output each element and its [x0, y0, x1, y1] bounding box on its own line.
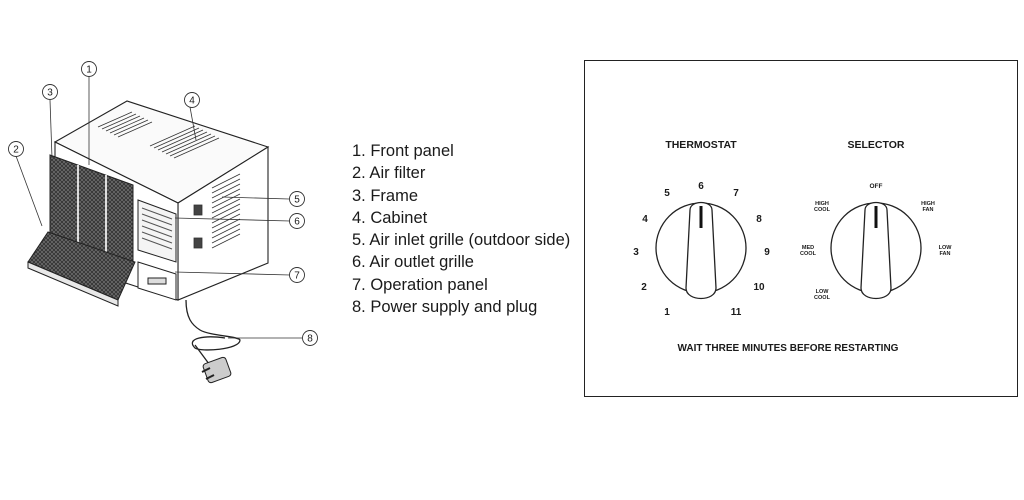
- part-item: 8. Power supply and plug: [352, 298, 538, 317]
- thermostat-number: 1: [664, 307, 670, 318]
- callout-3: 3: [47, 88, 53, 99]
- part-item: 5. Air inlet grille (outdoor side): [352, 231, 571, 250]
- selector-low-cool-label: LOW: [816, 289, 830, 295]
- restart-warning: WAIT THREE MINUTES BEFORE RESTARTING: [678, 343, 899, 354]
- callout-8: 8: [307, 334, 313, 345]
- part-item: 2. Air filter: [352, 164, 426, 183]
- selector-med-cool-label: MED: [802, 245, 814, 251]
- thermostat-number: 9: [764, 247, 770, 258]
- parts-list: 1. Front panel 2. Air filter 3. Frame 4.…: [352, 140, 570, 318]
- selector-high-fan-label: FAN: [923, 207, 934, 213]
- side-air-inlet-grille: [193, 173, 241, 249]
- thermostat-number: 6: [698, 181, 704, 192]
- selector-low-fan-label: LOW: [939, 245, 953, 251]
- part-item: 4. Cabinet: [352, 208, 428, 227]
- selector-knob[interactable]: [830, 201, 922, 300]
- thermostat-number: 3: [633, 247, 639, 258]
- callout-2: 2: [13, 145, 19, 156]
- thermostat-number: 7: [733, 188, 739, 199]
- top-vent-slots: [97, 111, 220, 159]
- panel-border: [584, 60, 1018, 397]
- thermostat-number: 4: [642, 214, 648, 225]
- thermostat-knob[interactable]: [655, 201, 747, 300]
- callout-1: 1: [86, 65, 92, 76]
- thermostat-number: 11: [731, 307, 742, 318]
- selector-off-label: OFF: [870, 183, 883, 190]
- selector-med-cool-label: COOL: [800, 251, 817, 257]
- callout-7: 7: [294, 271, 300, 282]
- callout-5: 5: [294, 195, 300, 206]
- selector-low-fan-label: FAN: [940, 251, 951, 257]
- part-item: 6. Air outlet grille: [352, 253, 474, 272]
- callout-circles: [8, 61, 318, 346]
- thermostat-number: 8: [756, 214, 762, 225]
- front-air-filter: [49, 154, 134, 266]
- thermostat-number: 5: [664, 188, 670, 199]
- frame: [27, 231, 136, 307]
- part-item: 1. Front panel: [352, 142, 454, 160]
- selector-title: SELECTOR: [848, 139, 905, 151]
- callout-4: 4: [189, 96, 195, 107]
- control-panel: THERMOSTAT 1 2 3 4 5 6 7 8 9 10 11 SELEC…: [584, 60, 1018, 397]
- plug-icon: [201, 356, 232, 384]
- outlet-grille-and-panel: [137, 199, 177, 301]
- callout-leaders: [15, 77, 302, 339]
- part-item: 3. Frame: [352, 186, 419, 205]
- selector-high-cool-label: COOL: [814, 207, 831, 213]
- thermostat-title: THERMOSTAT: [665, 139, 737, 151]
- selector-low-cool-label: COOL: [814, 295, 831, 301]
- air-conditioner-diagram: 1 2 3 4 5 6 7 8: [8, 61, 318, 384]
- selector-high-cool-label: HIGH: [815, 201, 829, 207]
- selector-high-fan-label: HIGH: [921, 201, 935, 207]
- thermostat-number: 2: [641, 282, 647, 293]
- thermostat-number: 10: [753, 282, 765, 293]
- part-item: 7. Operation panel: [352, 275, 488, 294]
- callout-6: 6: [294, 217, 300, 228]
